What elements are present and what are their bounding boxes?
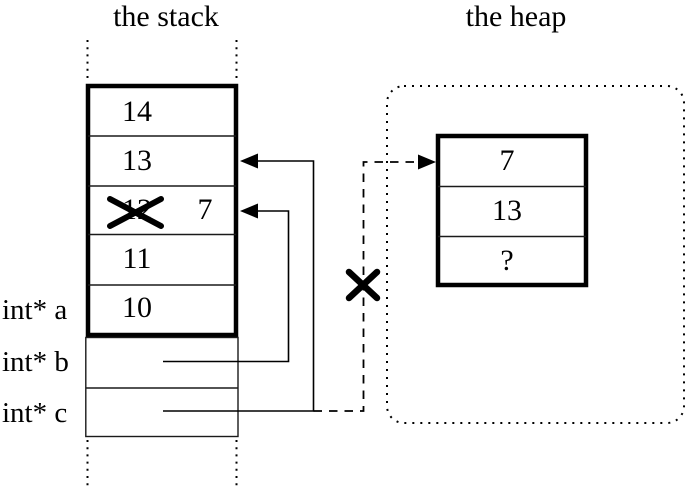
pointer-c-arrow [163,153,315,412]
variable-label-c: int* c [2,397,68,429]
stack-cell-old-value: 12 [122,193,152,226]
arrowhead-left-icon [240,153,258,169]
invalid-pointer-x-icon [345,268,381,302]
heap-title: the heap [465,0,567,33]
heap-cell-value: ? [500,244,514,277]
arrowhead-left-icon [240,203,258,219]
stack-cell-new-value: 7 [197,193,213,226]
stack-cell-value: 13 [122,144,152,177]
stack-cell-value: 11 [122,242,152,275]
stack-box [85,83,239,338]
variable-label-b: int* b [2,346,69,378]
heap-box [435,133,589,288]
stack-title: the stack [113,0,219,33]
heap-region-outline [386,85,685,424]
stack-cell-value: 14 [122,95,152,128]
stack-guide-lines [86,40,238,486]
heap-cell-value: 7 [499,144,515,177]
pointer-variable-cells [85,336,239,438]
heap-cell-value: 13 [492,194,522,227]
arrowhead-right-icon [418,154,436,170]
stack-cell-value: 10 [122,291,152,324]
cross-out-value-icon [107,196,164,229]
pointer-b-arrow [163,203,290,363]
dangling-pointer-dashed-arrow [313,154,436,412]
variable-label-a: int* a [2,294,68,326]
